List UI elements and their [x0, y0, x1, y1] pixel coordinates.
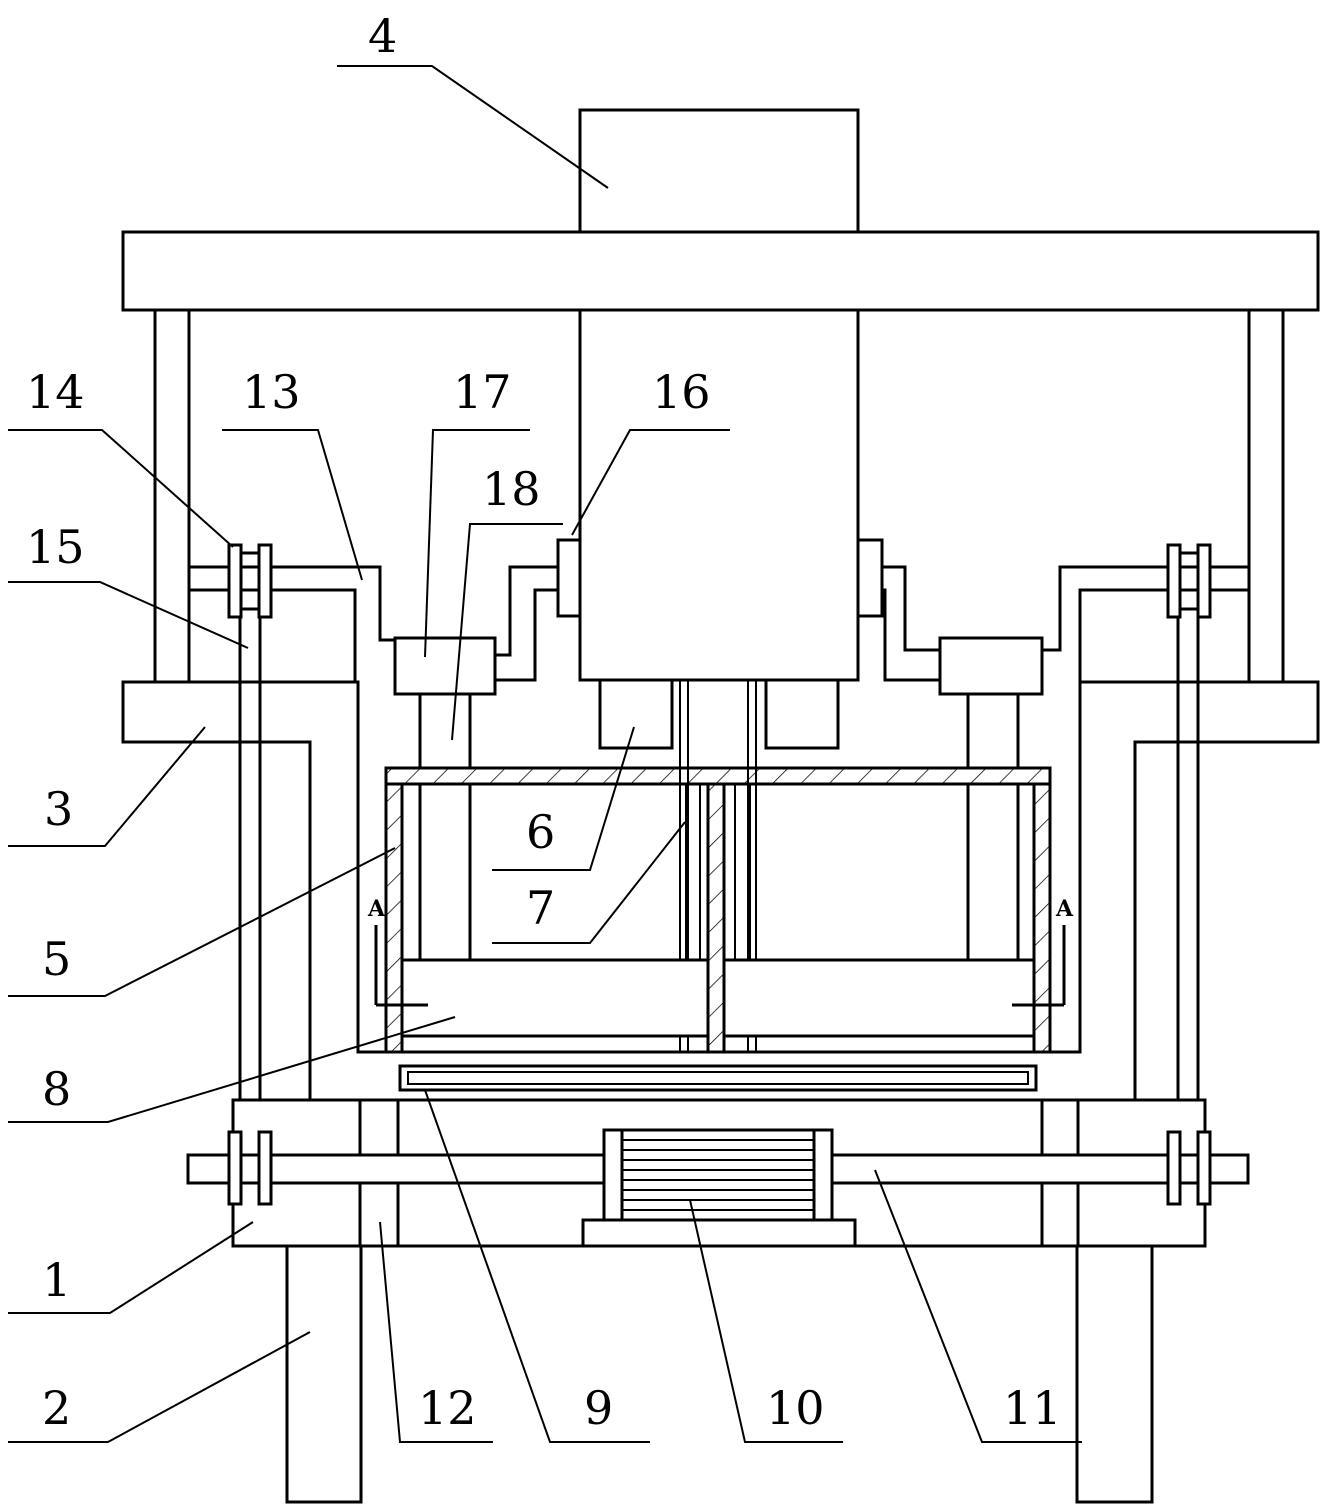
right-motor-foot	[764, 678, 840, 750]
right-pulley-b	[1196, 543, 1212, 619]
lower-left-pulley-a	[227, 1130, 243, 1206]
callout-8: 8	[42, 1062, 71, 1116]
lower-right-pulley-b	[1196, 1130, 1212, 1206]
section-mark-left: A	[367, 896, 386, 922]
left-coupling	[393, 636, 497, 696]
callout-2: 2	[42, 1381, 71, 1435]
left-pulley-b	[257, 543, 273, 619]
legs	[285, 1244, 1154, 1504]
lower-table	[186, 1098, 1250, 1248]
container	[384, 766, 1052, 1054]
left-press-plate	[400, 958, 710, 1038]
motor-10	[602, 1128, 834, 1222]
callout-11: 11	[1003, 1381, 1062, 1435]
plate-9-outer	[398, 1064, 1038, 1092]
callout-6: 6	[526, 805, 555, 859]
callout-labels: 4 14 13 17 16 18 15 3 6 7 5 8 1 2 12 9 1…	[26, 9, 1062, 1435]
top-frame	[121, 108, 1320, 750]
callout-15: 15	[26, 520, 85, 574]
upper-posts	[153, 308, 1285, 684]
right-linkage	[882, 543, 1249, 1130]
left-upper-post	[153, 308, 191, 684]
callout-18: 18	[482, 462, 541, 516]
top-beam	[121, 230, 1320, 312]
section-mark-right: A	[1055, 896, 1074, 922]
motor-fins	[622, 1139, 814, 1211]
base-plate	[398, 1064, 1038, 1092]
callout-9: 9	[584, 1381, 613, 1435]
callout-17: 17	[453, 365, 512, 419]
right-upper-post	[1247, 308, 1285, 684]
callout-3: 3	[44, 782, 73, 836]
motor-housing-top	[578, 108, 860, 234]
lower-left-pulley-b	[257, 1130, 273, 1206]
callout-5: 5	[42, 932, 71, 986]
motor-body	[578, 308, 860, 682]
right-pulley-a	[1166, 543, 1182, 619]
callout-16: 16	[652, 365, 711, 419]
left-motor-block	[556, 538, 582, 618]
left-motor-foot	[598, 678, 674, 750]
callout-12: 12	[418, 1381, 477, 1435]
callout-10: 10	[766, 1381, 825, 1435]
motor-base	[581, 1218, 857, 1248]
callout-14: 14	[26, 365, 85, 419]
lower-right-pulley-a	[1166, 1130, 1182, 1206]
right-leg	[1075, 1244, 1154, 1504]
callout-13: 13	[242, 365, 301, 419]
left-linkage	[189, 543, 558, 1130]
callout-1: 1	[42, 1253, 71, 1307]
left-pulley-a	[227, 543, 243, 619]
callout-4: 4	[368, 9, 397, 63]
right-motor-block	[856, 538, 884, 618]
callout-7: 7	[526, 881, 555, 935]
right-press-plate	[722, 958, 1036, 1038]
left-leg	[285, 1244, 363, 1504]
section-marks: A A	[367, 896, 1074, 1007]
right-coupling	[938, 636, 1044, 696]
leader-lines	[8, 65, 1082, 1443]
